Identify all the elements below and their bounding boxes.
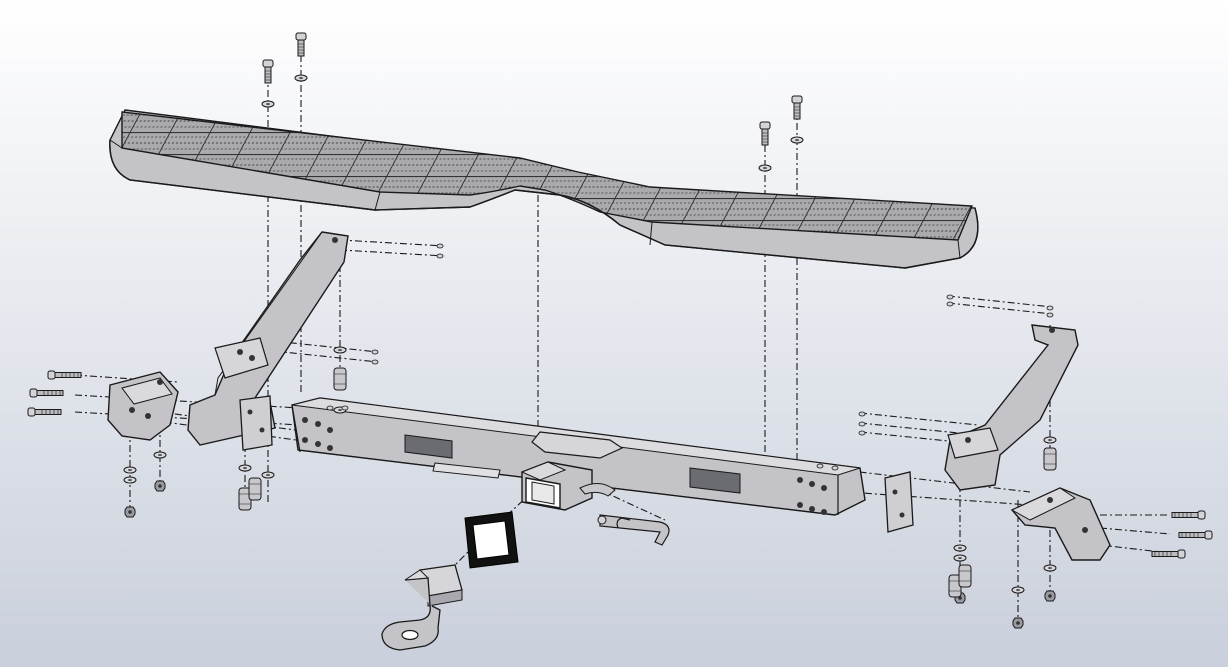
bolt-right-1	[1171, 510, 1206, 520]
left-bracket-hole-a	[129, 407, 135, 413]
washer-l3	[153, 451, 167, 459]
left-arm-hole-b	[249, 355, 255, 361]
left-side-bracket	[107, 371, 179, 441]
washer-l4	[238, 464, 252, 472]
right-mounting-arm	[944, 324, 1079, 491]
right-bracket-top-face	[1010, 487, 1077, 521]
nut-r3	[1044, 590, 1056, 602]
washer-l5	[261, 471, 275, 479]
receiver-crossbar	[291, 397, 866, 516]
drawbar-top-bevel	[404, 569, 430, 581]
sleeve-inner	[472, 520, 510, 560]
nut-r2	[1012, 617, 1024, 629]
washer-r5	[1043, 436, 1057, 444]
right-plate-hole-a	[892, 489, 898, 495]
bolt-left-1	[47, 370, 82, 380]
left-arm-hole-top	[332, 237, 338, 243]
right-arm-flange	[947, 427, 999, 459]
ball-mount-drawbar	[381, 564, 463, 651]
bolt-right-3	[1151, 549, 1186, 559]
hitch-pin-clip	[597, 514, 670, 546]
left-plate-hole-a	[247, 409, 253, 415]
left-mounting-arm	[187, 231, 349, 446]
step-lower-edge	[109, 139, 979, 269]
hitch-clip	[616, 517, 631, 529]
bolt-step-right-a	[759, 121, 771, 146]
left-arm-flange	[214, 337, 269, 379]
spacer-r3	[958, 564, 972, 588]
left-arm-edge	[214, 231, 323, 396]
right-plate-body	[884, 471, 914, 533]
right-spacer-plate	[884, 471, 914, 533]
washer-l6	[333, 346, 347, 354]
step-tread-surface	[121, 111, 974, 241]
crossbar-safety-chain-tab	[432, 462, 501, 479]
receiver-tube-inner	[531, 481, 555, 505]
left-plate-body	[239, 395, 273, 451]
washer-step-1	[294, 74, 308, 82]
right-arm-hole-a	[965, 437, 971, 443]
right-arm-hole-top	[1049, 327, 1055, 333]
receiver-tube	[520, 461, 616, 511]
left-spacer-plate	[239, 395, 273, 451]
right-arm-edge	[1031, 324, 1049, 346]
washer-step-3	[790, 136, 804, 144]
crossbar-decal-left	[404, 434, 453, 459]
spacer-l1	[333, 367, 347, 391]
right-bracket-hole-b	[1082, 527, 1088, 533]
step-platform	[109, 109, 979, 269]
crossbar-holes	[302, 417, 827, 515]
bolt-step-left-a	[262, 59, 274, 84]
nut-l1	[124, 506, 136, 518]
washer-r2	[953, 554, 967, 562]
washer-r3	[1011, 586, 1025, 594]
receiver-sleeve	[464, 511, 519, 569]
drawbar-drop-arm	[381, 577, 441, 651]
left-bracket-hole-b	[145, 413, 151, 419]
left-arm-hole-a	[237, 349, 243, 355]
bolt-left-2	[29, 388, 64, 398]
washer-r1	[953, 544, 967, 552]
step-edge-creases	[109, 139, 961, 259]
nut-l2	[154, 480, 166, 492]
drawbar-shank-side	[427, 589, 463, 607]
crossbar-center-gusset	[531, 431, 624, 459]
bolt-left-3	[27, 407, 62, 417]
spacer-l3	[248, 477, 262, 501]
right-side-bracket	[1010, 487, 1111, 561]
drawbar-ball-hole	[401, 629, 419, 641]
right-plate-hole-b	[899, 512, 905, 518]
washer-r4	[1043, 564, 1057, 572]
washer-step-4	[758, 164, 772, 172]
washer-l2	[123, 476, 137, 484]
hitch-pin-head	[597, 515, 607, 525]
spacer-r1	[1043, 447, 1057, 471]
crossbar-decal-right	[689, 467, 741, 494]
left-plate-hole-b	[259, 427, 265, 433]
receiver-tube-top	[520, 461, 567, 481]
bolt-step-left-b	[295, 32, 307, 57]
bolt-right-2	[1178, 530, 1213, 540]
washer-step-2	[261, 100, 275, 108]
right-bracket-hole-a	[1047, 497, 1053, 503]
bolt-step-right-b	[791, 95, 803, 120]
crossbar-end-caps	[291, 404, 839, 515]
left-bracket-hole-c	[157, 379, 163, 385]
washer-l1	[123, 466, 137, 474]
fastener-clusters	[326, 243, 1054, 471]
receiver-chain-loop	[579, 483, 616, 497]
